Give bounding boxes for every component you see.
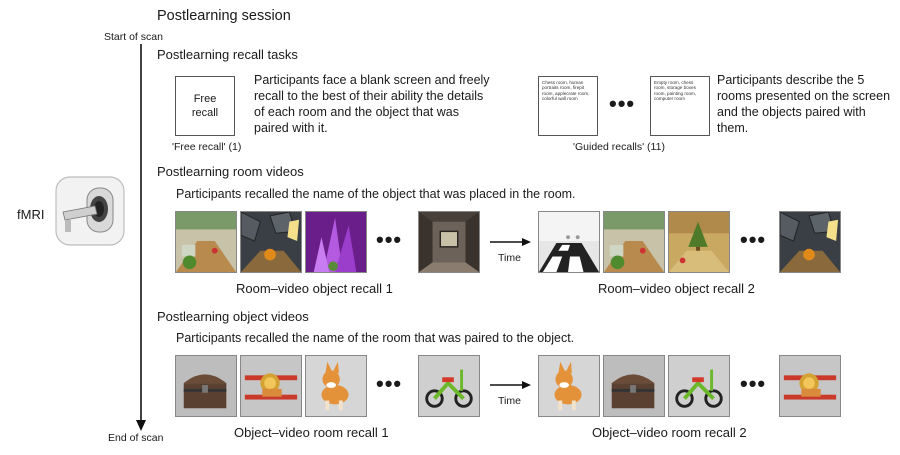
room-videos-description: Participants recalled the name of the ob… (176, 187, 576, 201)
room-frame-painting (418, 211, 480, 273)
fmri-label: fMRI (17, 207, 45, 222)
end-of-scan-label: End of scan (108, 432, 164, 444)
room-frame-chess-floor (538, 211, 600, 273)
object-frame-tricycle-2 (668, 355, 730, 417)
room-frame-tree (668, 211, 730, 273)
timeline-arrow-icon (136, 44, 146, 431)
object-frame-treasure-chest-2 (603, 355, 665, 417)
guided-recall-card-1: Chess room, human portraits room, firepi… (538, 76, 598, 136)
room-video-recall-2-label: Room–video object recall 2 (598, 281, 755, 296)
room-videos-heading: Postlearning room videos (157, 164, 304, 179)
guided-recall-card-1-text: Chess room, human portraits room, firepi… (542, 80, 590, 102)
object-video-recall-1-label: Object–video room recall 1 (234, 425, 389, 440)
fmri-scanner-icon (55, 176, 125, 246)
free-recall-caption: 'Free recall' (1) (172, 141, 242, 153)
object-time-arrow-icon (490, 381, 531, 389)
room-time-label: Time (498, 252, 521, 264)
object-time-label: Time (498, 395, 521, 407)
object-frame-tricycle (418, 355, 480, 417)
free-recall-description: Participants face a blank screen and fre… (254, 73, 490, 135)
object-video-recall-2-label: Object–video room recall 2 (592, 425, 747, 440)
guided-recall-caption: 'Guided recalls' (11) (573, 141, 665, 153)
room-frame-apple-crate (175, 211, 237, 273)
room-video-ellipsis-2: ••• (740, 227, 767, 252)
object-videos-description: Participants recalled the name of the ro… (176, 331, 575, 345)
room-time-arrow-icon (490, 238, 531, 246)
object-frame-corgi-dog (305, 355, 367, 417)
room-frame-apple-crate-2 (603, 211, 665, 273)
guided-recall-card-2: Empty room, chess room, storage boxes ro… (650, 76, 710, 136)
room-frame-firepit (240, 211, 302, 273)
room-frame-firepit-2 (779, 211, 841, 273)
guided-recall-card-2-text: Empty room, chess room, storage boxes ro… (654, 80, 697, 102)
object-frame-treasure-chest (175, 355, 237, 417)
free-recall-card-text: Free recall (191, 93, 219, 119)
room-video-ellipsis-1: ••• (376, 227, 403, 252)
page-title: Postlearning session (157, 8, 291, 24)
recall-tasks-heading: Postlearning recall tasks (157, 47, 298, 62)
object-video-ellipsis-2: ••• (740, 371, 767, 396)
object-frame-lion-biplane-2 (779, 355, 841, 417)
object-frame-lion-biplane (240, 355, 302, 417)
start-of-scan-label: Start of scan (104, 31, 163, 43)
guided-recall-ellipsis: ••• (609, 91, 636, 116)
free-recall-card: Free recall (175, 76, 235, 136)
object-frame-corgi-dog-2 (538, 355, 600, 417)
guided-recall-description: Participants describe the 5 rooms presen… (717, 73, 891, 135)
room-frame-purple-crystals (305, 211, 367, 273)
room-video-recall-1-label: Room–video object recall 1 (236, 281, 393, 296)
object-video-ellipsis-1: ••• (376, 371, 403, 396)
object-videos-heading: Postlearning object videos (157, 309, 309, 324)
